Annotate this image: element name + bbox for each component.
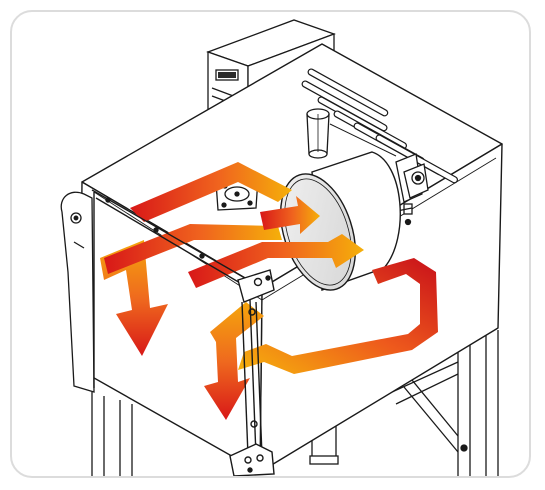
motor-bracket [391, 153, 429, 226]
spindle-post [306, 108, 397, 159]
illustration-frame [10, 10, 531, 478]
airflow-arrow-drum [260, 196, 320, 234]
airflow-arrows [100, 162, 438, 420]
airflow-band-lower [188, 234, 364, 288]
door-frame [91, 189, 275, 476]
machine-illustration [60, 19, 503, 476]
door-hinge-left [60, 191, 95, 393]
airflow-arrow-bottom [204, 302, 264, 420]
vent-slots [301, 68, 458, 184]
airflow-band-middle [104, 224, 282, 274]
airflow-loop-back [130, 162, 292, 222]
airflow-loop-right [238, 258, 438, 374]
